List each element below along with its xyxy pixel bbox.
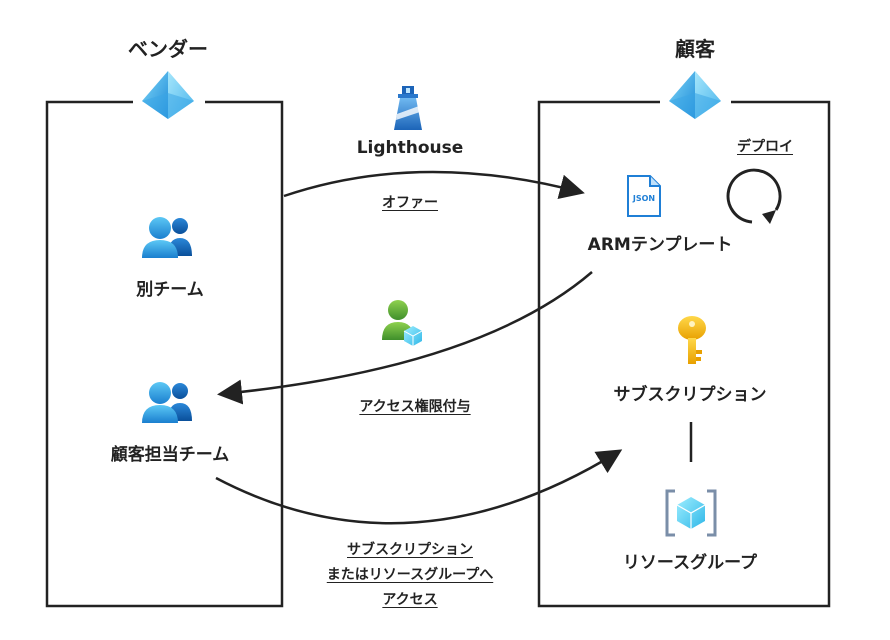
grant-access-arrow <box>217 271 593 405</box>
customer-title: 顧客 <box>675 37 715 61</box>
deploy-label: デプロイ <box>737 139 793 155</box>
resource-group-label: リソースグループ <box>622 553 758 573</box>
access-label-line1: サブスクリプション <box>347 542 473 558</box>
entra-id-pyramid-icon <box>669 71 721 119</box>
access-label-line3: アクセス <box>382 592 438 608</box>
deploy-cycle-icon <box>726 168 782 224</box>
customer-box <box>537 100 831 608</box>
lighthouse-label: Lighthouse <box>356 138 464 158</box>
user-with-cube-icon <box>382 300 423 346</box>
other-team-label: 別チーム <box>136 280 204 300</box>
lighthouse-icon <box>394 86 422 130</box>
json-file-icon <box>627 175 661 217</box>
access-label-line2: またはリソースグループへ <box>326 567 494 583</box>
access-arrow <box>215 449 623 525</box>
arm-template-label: ARMテンプレート <box>587 235 733 255</box>
vendor-title: ベンダー <box>128 37 208 61</box>
people-icon <box>142 382 192 423</box>
grant-access-label: アクセス権限付与 <box>359 399 471 415</box>
access-label: サブスクリプション またはリソースグループへ アクセス <box>300 538 520 613</box>
resource-group-cube-icon <box>665 489 717 537</box>
offer-label: オファー <box>382 195 438 211</box>
customer-team-label: 顧客担当チーム <box>110 445 230 465</box>
subscription-label: サブスクリプション <box>613 385 767 405</box>
people-icon <box>142 217 192 258</box>
key-icon <box>678 316 706 364</box>
json-badge: JSON <box>632 194 656 203</box>
offer-arrow <box>283 170 585 200</box>
entra-id-pyramid-icon <box>142 71 194 119</box>
vendor-box <box>45 100 284 608</box>
